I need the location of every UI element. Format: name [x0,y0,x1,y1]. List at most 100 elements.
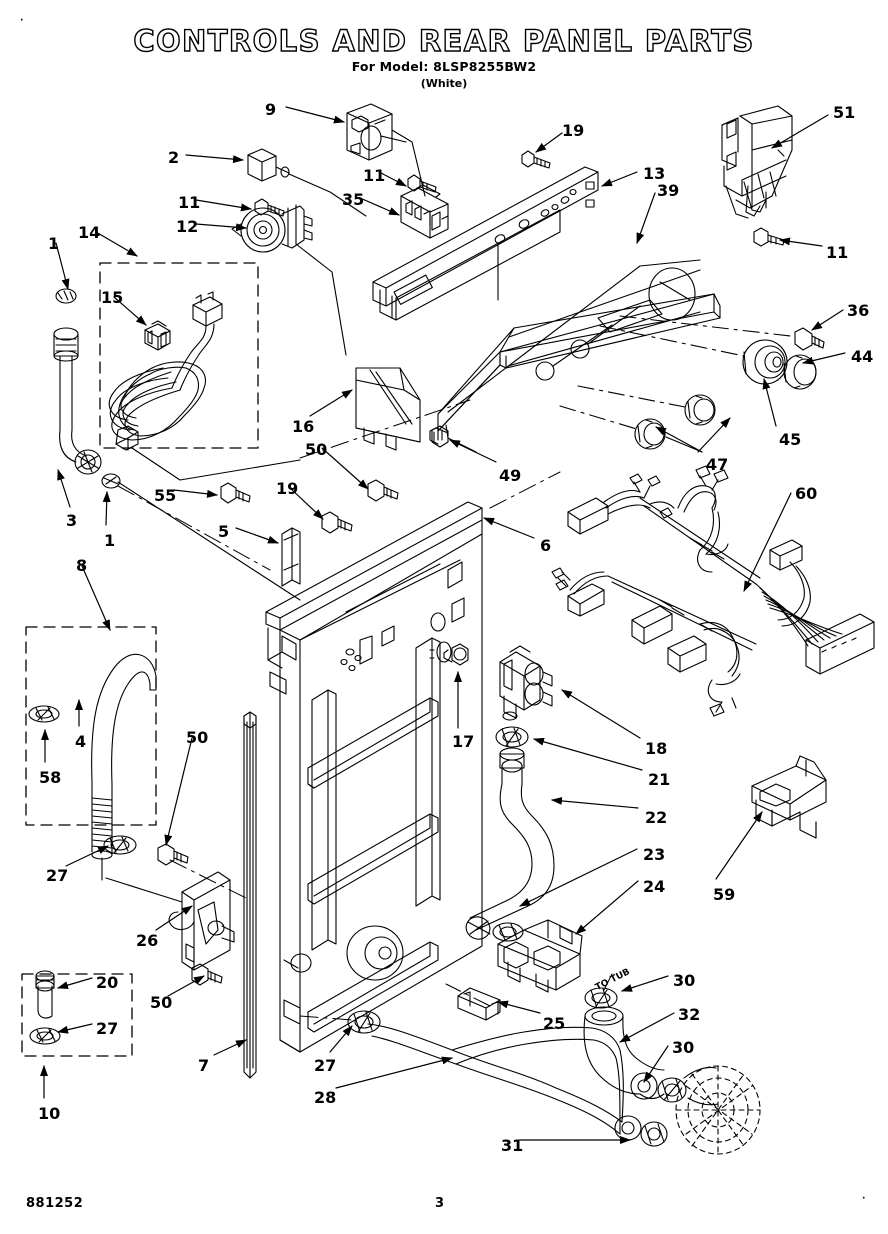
callout-49: 49 [499,466,522,485]
callout-11-mid: 11 [363,166,386,185]
callout-1-low: 1 [104,531,116,550]
callout-14: 14 [78,223,101,242]
callout-17: 17 [452,732,475,751]
part-19-screw-top [521,150,551,169]
callout-27-mid: 27 [46,866,69,885]
callout-6: 6 [540,536,552,555]
part-50-screw-low [191,963,223,986]
callout-50-low: 50 [150,993,173,1012]
callout-50-mid: 50 [186,728,209,747]
part-22-hose [465,747,555,940]
group-box-10 [21,973,133,1057]
part-11-screw-left [254,198,285,217]
part-50-screw-mid [157,843,189,866]
part-27-clamp-hose [347,1010,381,1034]
callout-27-low: 27 [96,1019,119,1038]
part-27-clamp-bottom [29,1027,61,1045]
part-motor-ghost [675,1065,761,1155]
part-8-drain-hose [91,653,183,903]
callout-11-left: 11 [178,193,201,212]
part-11-screw-right [753,227,785,247]
part-9-switch [346,103,426,197]
callout-45: 45 [779,430,802,449]
part-2-switch [247,148,367,217]
callout-59: 59 [713,885,736,904]
callout-24: 24 [643,877,666,896]
callout-11-right: 11 [826,243,849,262]
part-50-screw-top [367,479,399,502]
footer-page-number: 3 [435,1196,445,1211]
part-58-clamp [28,705,60,723]
part-49-screw [429,425,449,448]
part-31-clamp-bottom [640,1121,668,1147]
part-5-bracket [281,527,301,587]
part-17-screw [443,643,469,666]
part-47-knob-b [684,394,716,426]
group-box-14 [99,262,259,449]
part-39-console-cover [437,259,721,453]
callout-30-upper: 30 [673,971,696,990]
part-32-elbow-hose [583,1006,665,1100]
callout-21: 21 [648,770,671,789]
leader-59 [715,811,763,880]
callout-28: 28 [314,1088,337,1107]
callout-8: 8 [76,556,88,575]
part-20-hose-short [35,970,55,1019]
callout-13: 13 [643,164,666,183]
callout-47: 47 [706,455,729,474]
part-23-clamp [492,922,524,942]
part-51-bracket [721,105,793,219]
part-1-nut-top [55,288,77,304]
part-44-knob [783,354,817,390]
callout-9: 9 [265,100,277,119]
part-16-end-cap [355,367,421,451]
part-36-screw [794,327,825,351]
part-18-water-valve [499,645,553,721]
part-6-rear-panel [265,501,483,1053]
corner-registration-mark-bottom-right: · [862,1194,866,1204]
callout-27-bottom: 27 [314,1056,337,1075]
callout-39: 39 [657,181,680,200]
callout-2: 2 [168,148,180,167]
callout-58: 58 [39,768,62,787]
part-15-strain-relief [144,320,171,351]
callout-31: 31 [501,1136,524,1155]
callout-55: 55 [154,486,177,505]
callout-1-top: 1 [48,234,60,253]
callout-16: 16 [292,417,315,436]
part-13-control-panel [372,166,599,321]
part-water-inlet [53,327,301,601]
part-24-pump [497,919,583,993]
part-60-wire-harness-upper [567,465,875,675]
part-12-pressure-switch [231,204,347,356]
callout-10: 10 [38,1104,61,1123]
callout-5: 5 [218,522,230,541]
callout-32: 32 [678,1005,701,1024]
part-21-clamp [495,726,529,748]
part-59-support [751,755,827,839]
callout-44: 44 [851,347,874,366]
part-47-knob-a [634,418,666,450]
part-30-clamp-upper [584,987,618,1009]
callout-50-top: 50 [305,440,328,459]
part-26-bracket [168,871,235,971]
callout-12: 12 [176,217,199,236]
part-60-wire-harness-lower [551,567,757,717]
callout-26: 26 [136,931,159,950]
part-25-clip [457,987,501,1021]
part-14-power-cord [108,291,301,481]
corner-registration-mark-top-left: · [20,16,24,26]
footer-publication-code: 881252 [26,1196,84,1211]
part-30-clamp-lower [657,1077,687,1103]
callout-60: 60 [795,484,818,503]
callout-51: 51 [833,103,856,122]
part-28-drain-hose [367,1023,642,1141]
callout-7: 7 [198,1056,210,1075]
callout-4: 4 [75,732,87,751]
callout-18: 18 [645,739,668,758]
callout-22: 22 [645,808,668,827]
callout-30-lower: 30 [672,1038,695,1057]
callout-35: 35 [342,190,365,209]
